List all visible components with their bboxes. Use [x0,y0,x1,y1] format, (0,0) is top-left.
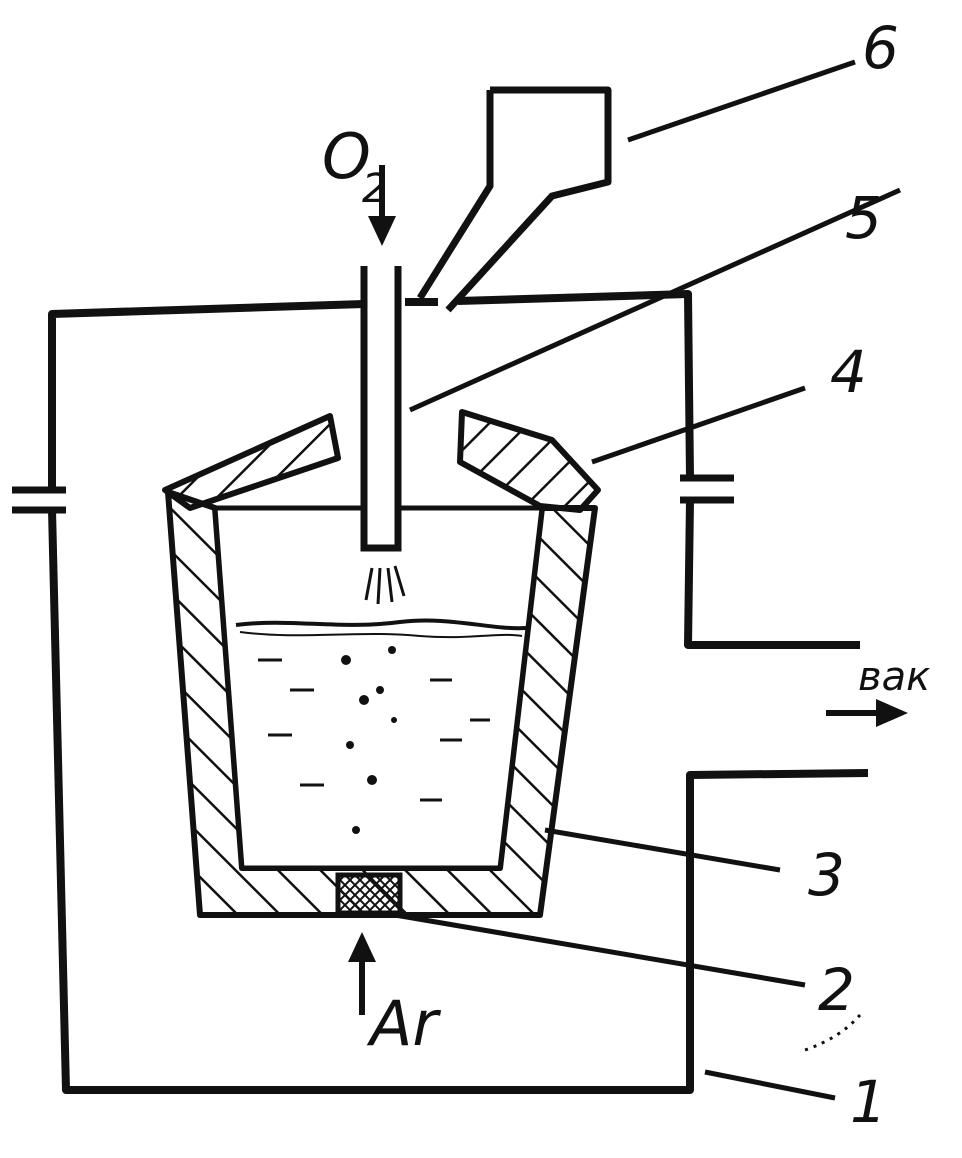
vacuum-label: вак [858,654,930,700]
argon-label: Ar [366,987,441,1060]
part-3-label: 3 [808,841,845,909]
alloy-hopper [417,86,612,313]
argon-arrow [348,932,376,1015]
oxygen-subscript: 2 [362,166,387,212]
vacuum-arrow [826,699,908,727]
oxygen-jet [364,565,406,605]
part-1-label: 1 [850,1068,887,1136]
leader-lines [394,59,902,1101]
melt-bath [235,618,527,834]
part-2-label: 2 [818,956,855,1024]
vacuum-chamber [48,290,869,1094]
oxygen-arrow [368,165,396,246]
part-6-label: 6 [862,14,899,82]
porous-plug [335,872,403,916]
chamber-flanges [12,474,734,514]
part-5-label: 5 [845,184,882,252]
oxygen-lance [360,266,402,552]
part-4-label: 4 [830,338,867,406]
oxygen-label: O [322,120,371,193]
